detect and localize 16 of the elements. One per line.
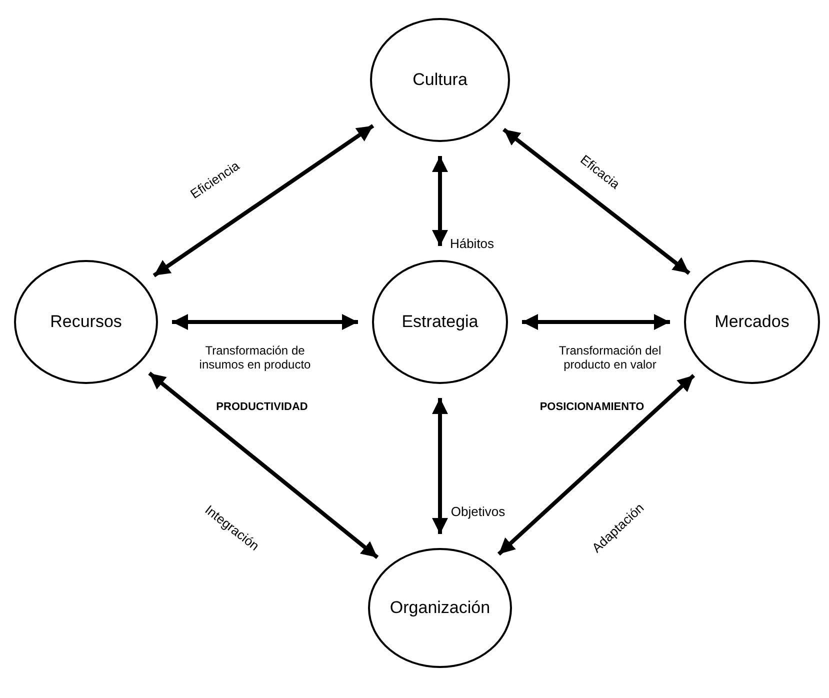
double-arrow xyxy=(432,156,448,246)
double-arrow xyxy=(172,314,358,330)
node-label: Mercados xyxy=(714,312,790,332)
double-arrow xyxy=(502,128,690,275)
double-arrow xyxy=(432,398,448,534)
category-label: PRODUCTIVIDAD xyxy=(216,401,308,413)
node-label: Estrategia xyxy=(402,312,478,332)
edge-label: Objetivos xyxy=(448,504,508,520)
double-arrow xyxy=(497,374,696,556)
node-label: Recursos xyxy=(50,312,122,332)
double-arrow xyxy=(522,314,670,330)
node-label: Organización xyxy=(390,598,490,618)
node-label: Cultura xyxy=(412,70,468,90)
double-arrow xyxy=(152,124,374,278)
double-arrow xyxy=(148,372,379,559)
category-label: POSICIONAMIENTO xyxy=(540,401,644,413)
